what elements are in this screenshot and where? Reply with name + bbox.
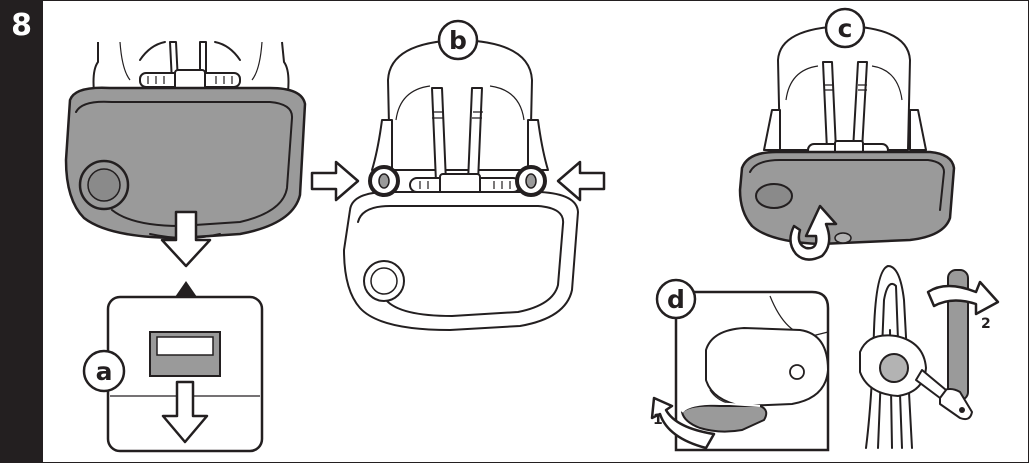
rotate-arrow-2-icon [926, 280, 1000, 316]
label-c: c [824, 7, 866, 49]
svg-text:a: a [96, 357, 113, 386]
pointer-triangle-icon [175, 281, 197, 297]
lift-arrow-icon [650, 396, 716, 450]
svg-text:c: c [838, 14, 853, 43]
step-2-label: 2 [981, 316, 991, 332]
label-a: a [82, 349, 126, 393]
highchair-front-view-b [343, 39, 579, 331]
svg-text:d: d [667, 285, 685, 314]
label-b: b [437, 19, 479, 61]
step-number: 8 [11, 8, 32, 43]
svg-text:b: b [449, 26, 467, 55]
rotate-arrow-icon [789, 204, 838, 261]
step-1-label: 1 [653, 412, 663, 428]
down-arrow-icon [160, 210, 212, 268]
detail-inset-a [106, 295, 264, 453]
press-left-arrow-icon [556, 160, 606, 202]
release-down-arrow-icon [161, 380, 209, 444]
press-right-arrow-icon [310, 160, 360, 202]
tray-top-view-a [64, 41, 307, 240]
label-d: d [655, 278, 697, 320]
detail-inset-d [650, 290, 830, 452]
highchair-side-view [859, 265, 1000, 449]
highchair-tilted-view-c [738, 25, 956, 261]
step-number-bar: 8 [0, 0, 43, 463]
